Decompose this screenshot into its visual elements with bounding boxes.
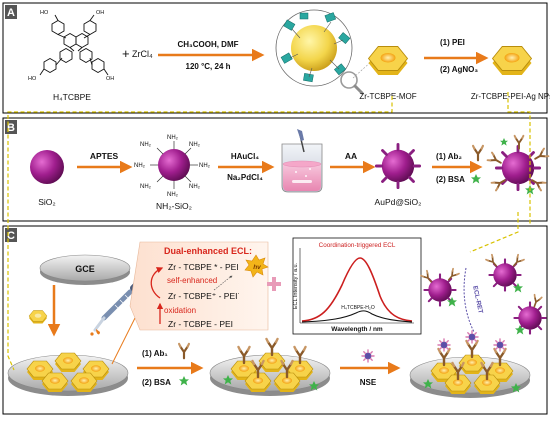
ligand-cooh-bottom-left: HO [28,76,37,82]
oxidation-label: oxidation [164,306,196,315]
bsa-label-b: (2) BSA [436,175,465,184]
ligand-label: H₄TCBPE [53,92,91,102]
ecl-ret-arrow [463,267,475,333]
nh2-right: NH₂ [199,163,211,169]
nh2-left: NH₂ [134,163,146,169]
connector-b-to-c [469,212,519,253]
connector-a-to-electrode [7,96,393,371]
electrode-final [409,330,531,398]
na2pdcl4-label: Na₂PdCl₄ [227,173,263,182]
nh2-bottom: NH₂ [167,192,179,198]
ecl-line-ground: Zr - TCBPE - PEI [168,319,233,329]
panel-b-frame [2,117,548,222]
plus-mark-icon [267,277,281,291]
aptes-label: APTES [90,151,119,161]
step-pei: (1) PEI [440,38,465,47]
ligand-structure [39,14,109,76]
plot-ylabel: ECL Intensity / a.u. [293,262,299,309]
dual-ecl-box [129,241,269,331]
ecl-loop-arrow [150,267,164,299]
plot-xlabel: Wavelength / nm [331,326,383,333]
nh2-bottom-right: NH₂ [189,184,201,190]
connector-a-to-c [507,92,531,226]
self-enhanced-label: self-enhanced [167,276,217,285]
plus-sign: + [122,46,130,61]
hv-label: hv [253,264,261,271]
nse-label: NSE [360,378,377,387]
nh2-top-right: NH₂ [189,142,201,148]
ligand-cooh-left: HO [40,10,49,16]
nh2-groups: NH₂ NH₂ NH₂ NH₂ NH₂ NH₂ NH₂ NH₂ [134,135,211,198]
nh2-bottom-left: NH₂ [140,184,152,190]
dual-ecl-title: Dual-enhanced ECL: [164,246,252,256]
ecl-spectrum-plot [292,237,422,335]
aa-label: AA [345,151,357,161]
plot-curve-label: H₄TCBPE-H₂O [341,305,375,311]
gce-electrode [39,254,131,285]
ligand-cooh-bottom-right: OH [106,76,114,82]
product-label: Zr-TCBPE-PEI-Ag NPs [471,92,550,101]
nh2-top-left: NH₂ [140,142,152,148]
ecl-line-excited: Zr - TCBPE * - PEI [168,262,239,272]
ecl-line-radical: Zr - TCBPE⁺ - PEI˙ [168,291,240,301]
mof-label: Zr-TCBPE-MOF [359,92,416,101]
haucl4-label: HAuCl₄ [231,152,259,161]
plot-curve-ligand [301,310,413,323]
bsa-label-c: (2) BSA [142,378,171,387]
reaction-condition-temp: 120 °C, 24 h [186,62,231,71]
aupd-sio2-particle [374,142,422,190]
ligand-cooh-right: OH [96,10,104,16]
plot-title: Coordination-triggered ECL [319,242,396,249]
beaker [281,129,323,193]
panel-c-letter: C [7,230,15,242]
aupd-sio2-label: AuPd@SiO₂ [375,197,422,207]
electrode-modified [7,352,129,396]
step-agno3: (2) AgNO₃ [440,65,478,74]
electrode-antibody [209,337,331,396]
panel-a-letter: A [7,7,15,19]
nse-icon [361,349,375,363]
nh2-sio2-sphere [150,141,198,189]
nh2-top: NH₂ [167,135,179,141]
plot-curve-coordination [301,257,413,322]
panel-a-letter-box [5,5,17,19]
nh2-sio2-label: NH₂-SiO₂ [156,201,192,211]
panel-b-letter: B [7,122,15,134]
sio2-sphere [30,150,64,184]
mof-sphere [275,9,364,95]
reaction-condition-solvent: CH₃COOH, DMF [177,40,238,49]
panel-b: B SiO₂ APTES NH₂ NH₂ NH₂ NH₂ NH₂ NH₂ NH₂… [2,117,550,222]
panel-c: C GCE [2,225,548,415]
gce-label: GCE [75,264,95,274]
panel-a: A HO OH HO OH H₄TCBPE + ZrCl₄ [2,2,550,114]
sio2-label: SiO₂ [38,197,55,207]
dashed-connectors [7,92,531,371]
ab2-label: (1) Ab₂ [436,152,462,161]
hv-burst-icon [244,254,269,278]
ab1-label: (1) Ab₁ [142,349,168,358]
zrcl4-label: ZrCl₄ [132,49,153,59]
